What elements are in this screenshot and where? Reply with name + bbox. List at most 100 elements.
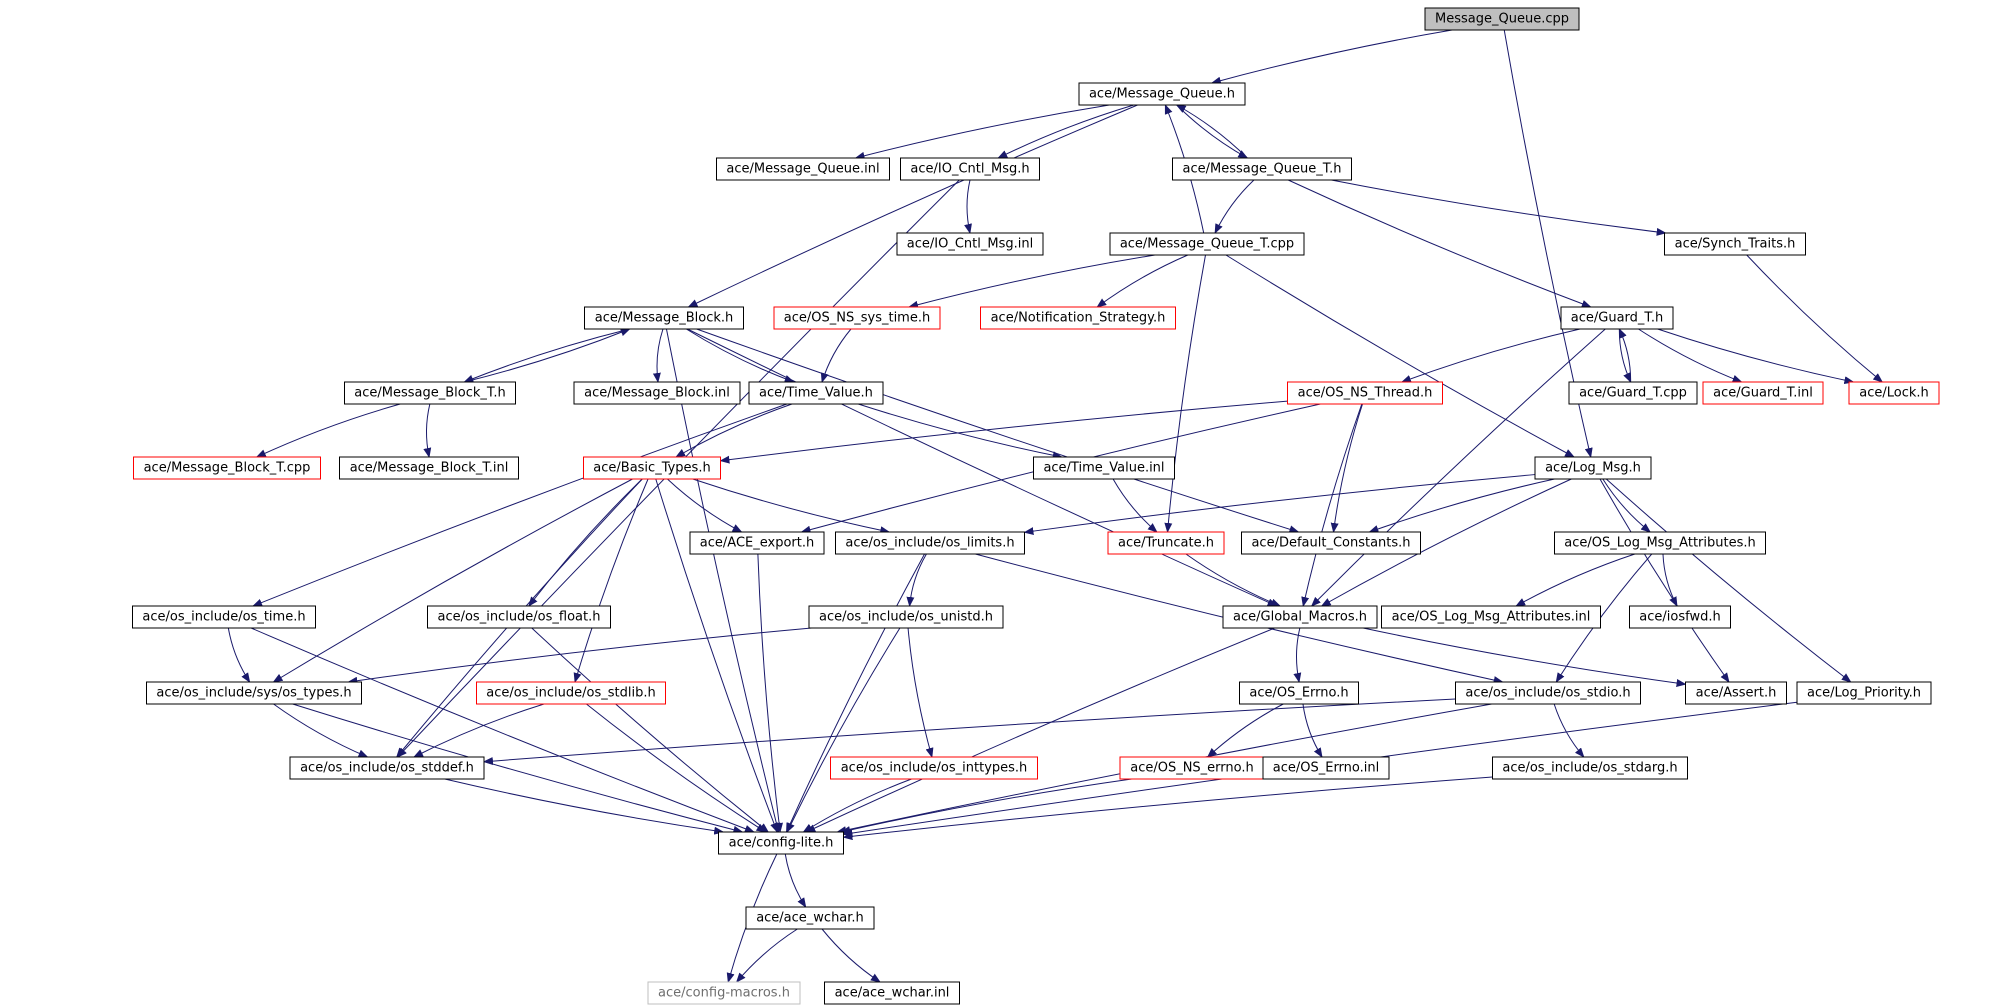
graph-node[interactable]: ace/ace_wchar.h: [745, 906, 875, 930]
graph-node[interactable]: ace/Message_Queue_T.cpp: [1109, 232, 1305, 256]
graph-node[interactable]: ace/os_include/os_stdarg.h: [1492, 756, 1688, 780]
graph-node[interactable]: ace/config-lite.h: [718, 831, 844, 855]
graph-node[interactable]: ace/os_include/os_unistd.h: [808, 605, 1004, 629]
graph-node[interactable]: ace/OS_Errno.h: [1239, 681, 1359, 705]
graph-node[interactable]: ace/Time_Value.h: [748, 381, 884, 405]
node-box: [427, 605, 611, 629]
node-box: [748, 381, 884, 405]
graph-node[interactable]: ace/os_include/os_stdio.h: [1455, 681, 1641, 705]
edge: [1746, 254, 1884, 383]
node-box: [808, 605, 1004, 629]
node-label: ace/os_include/os_unistd.h: [819, 610, 993, 625]
node-label: ace/OS_Log_Msg_Attributes.inl: [1392, 610, 1591, 625]
node-label: ace/ace_wchar.h: [756, 911, 864, 926]
edge: [250, 627, 755, 833]
graph-node[interactable]: ace/Message_Queue_T.h: [1172, 157, 1352, 181]
node-box: [689, 531, 825, 555]
graph-node[interactable]: ace/os_include/os_stdlib.h: [476, 681, 666, 705]
graph-node[interactable]: ace/Message_Block_T.cpp: [133, 456, 321, 480]
graph-node[interactable]: ace/os_include/os_limits.h: [835, 531, 1025, 555]
edge: [347, 627, 812, 685]
node-label: ace/Message_Block.inl: [584, 386, 730, 401]
node-label: ace/config-lite.h: [729, 836, 834, 851]
edge: [444, 778, 725, 835]
node-label: ace/OS_NS_Thread.h: [1298, 386, 1433, 401]
graph-node[interactable]: ace/iosfwd.h: [1629, 605, 1731, 629]
node-label: ace/Global_Macros.h: [1233, 610, 1367, 625]
graph-node[interactable]: ace/Assert.h: [1685, 681, 1787, 705]
graph-node[interactable]: ace/os_include/os_time.h: [132, 605, 316, 629]
node-label: ace/Lock.h: [1859, 386, 1929, 401]
node-box: [1664, 232, 1806, 256]
graph-node[interactable]: ace/Message_Block_T.inl: [339, 456, 519, 480]
graph-node[interactable]: ace/Guard_T.cpp: [1568, 381, 1698, 405]
graph-node[interactable]: ace/Log_Priority.h: [1796, 681, 1932, 705]
node-box: [583, 456, 721, 480]
graph-node[interactable]: ace/Message_Block.h: [584, 306, 744, 330]
graph-node[interactable]: ace/OS_NS_sys_time.h: [773, 306, 941, 330]
graph-node[interactable]: ace/Global_Macros.h: [1222, 605, 1378, 629]
graph-node[interactable]: ace/Guard_T.inl: [1702, 381, 1824, 405]
graph-node[interactable]: ace/IO_Cntl_Msg.inl: [896, 232, 1044, 256]
node-label: ace/os_include/os_stddef.h: [300, 761, 474, 776]
edge: [820, 328, 852, 383]
edge: [227, 627, 251, 683]
graph-node[interactable]: ace/Message_Queue.inl: [716, 157, 890, 181]
node-box: [132, 605, 316, 629]
node-box: [1109, 232, 1305, 256]
graph-node[interactable]: ace/OS_NS_errno.h: [1119, 756, 1265, 780]
graph-node[interactable]: ace/ace_wchar.inl: [824, 981, 960, 1005]
node-label: ace/Time_Value.inl: [1043, 461, 1164, 476]
node-label: ace/os_include/sys/os_types.h: [156, 686, 351, 701]
graph-node[interactable]: ace/Log_Msg.h: [1534, 456, 1652, 480]
graph-node[interactable]: ace/Basic_Types.h: [583, 456, 721, 480]
graph-node[interactable]: ace/IO_Cntl_Msg.h: [900, 157, 1040, 181]
graph-node[interactable]: Message_Queue.cpp: [1424, 7, 1580, 31]
node-label: ace/Guard_T.inl: [1713, 386, 1813, 401]
edge: [692, 478, 891, 535]
graph-node[interactable]: ace/Time_Value.inl: [1033, 456, 1175, 480]
edge: [464, 328, 631, 383]
edge: [272, 478, 633, 683]
graph-node[interactable]: ace/Guard_T.h: [1560, 306, 1674, 330]
edge: [1302, 703, 1323, 758]
graph-node[interactable]: ace/Lock.h: [1848, 381, 1940, 405]
edge: [1023, 474, 1536, 536]
edge: [1301, 403, 1363, 607]
graph-node[interactable]: ace/Truncate.h: [1107, 531, 1225, 555]
graph-node[interactable]: ace/Notification_Strategy.h: [980, 306, 1176, 330]
node-label: ace/Message_Queue.h: [1089, 87, 1235, 102]
edge: [1657, 328, 1855, 385]
node-label: ace/os_include/os_limits.h: [845, 536, 1014, 551]
node-label: ace/config-macros.h: [658, 986, 790, 1001]
edge: [1368, 478, 1555, 533]
edge: [586, 703, 767, 833]
graph-node[interactable]: ace/Message_Queue.h: [1078, 82, 1246, 106]
edge: [573, 478, 649, 683]
node-box: [1455, 681, 1641, 705]
edge: [255, 403, 401, 458]
graph-node[interactable]: ace/Default_Constants.h: [1241, 531, 1421, 555]
node-label: ace/Log_Priority.h: [1807, 686, 1921, 701]
graph-node[interactable]: ace/os_include/sys/os_types.h: [146, 681, 362, 705]
graph-node[interactable]: ace/os_include/os_float.h: [427, 605, 611, 629]
graph-node[interactable]: ace/OS_Errno.inl: [1262, 756, 1390, 780]
graph-node[interactable]: ace/OS_Log_Msg_Attributes.h: [1554, 531, 1766, 555]
graph-node[interactable]: ace/OS_Log_Msg_Attributes.inl: [1381, 605, 1601, 629]
node-label: ace/OS_Errno.h: [1249, 686, 1348, 701]
node-box: [1629, 605, 1731, 629]
edge: [667, 478, 743, 533]
graph-node[interactable]: ace/Synch_Traits.h: [1664, 232, 1806, 256]
node-label: ace/os_include/os_stdlib.h: [486, 686, 655, 701]
graph-node[interactable]: ace/os_include/os_stddef.h: [289, 756, 485, 780]
graph-node[interactable]: ace/ACE_export.h: [689, 531, 825, 555]
edge: [531, 627, 770, 833]
graph-node[interactable]: ace/OS_NS_Thread.h: [1287, 381, 1443, 405]
node-label: ace/Time_Value.h: [759, 386, 873, 401]
edge: [528, 478, 643, 607]
graph-node[interactable]: ace/Message_Block_T.h: [344, 381, 516, 405]
edge: [997, 104, 1134, 159]
graph-node[interactable]: ace/config-macros.h: [647, 981, 801, 1005]
graph-node[interactable]: ace/Message_Block.inl: [573, 381, 741, 405]
graph-node[interactable]: ace/os_include/os_inttypes.h: [830, 756, 1038, 780]
